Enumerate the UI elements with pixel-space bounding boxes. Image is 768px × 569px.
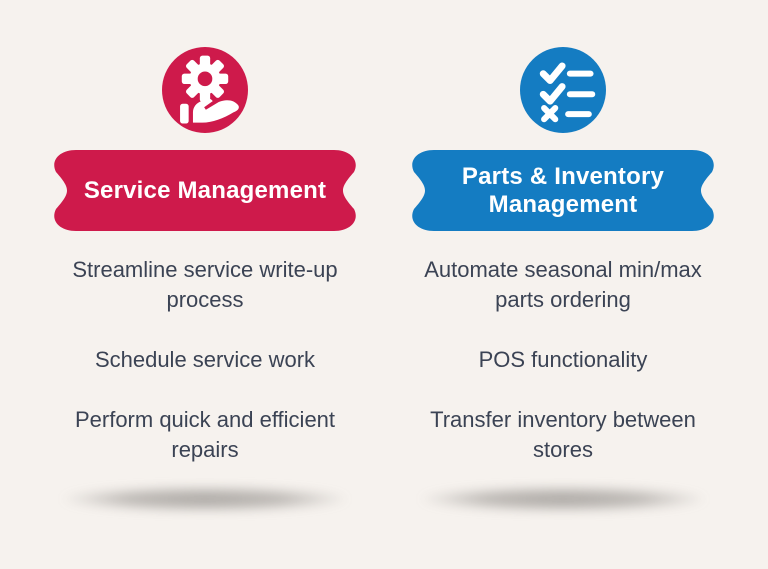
service-management-banner: Service Management [48, 148, 362, 233]
service-item-1: Streamline service write-up process [72, 257, 338, 312]
checklist-icon [520, 47, 606, 133]
parts-item-3: Transfer inventory between stores [430, 407, 696, 462]
parts-item-2: POS functionality [478, 347, 648, 372]
parts-column-shadow [420, 486, 706, 512]
parts-item-1: Automate seasonal min/max parts ordering [424, 257, 702, 312]
ribbon-shape [54, 150, 356, 231]
service-item-3: Perform quick and efficient repairs [74, 407, 336, 462]
parts-icon-badge [520, 47, 606, 133]
parts-inventory-column: Parts & Inventory Management Automate se… [393, 0, 733, 569]
ribbon-shape [412, 150, 714, 231]
service-icon-badge [162, 47, 248, 133]
parts-inventory-title: Parts & Inventory Management [461, 162, 665, 218]
parts-inventory-banner: Parts & Inventory Management [406, 148, 720, 233]
service-column-shadow [62, 486, 348, 512]
service-management-column: Service Management Streamline service wr… [35, 0, 375, 569]
parts-items-list: Automate seasonal min/max parts ordering… [424, 255, 702, 465]
service-management-title: Service Management [83, 176, 327, 204]
gear-in-hand-icon [162, 47, 248, 133]
service-items-list: Streamline service write-up process Sche… [72, 255, 337, 465]
service-item-2: Schedule service work [94, 347, 316, 372]
